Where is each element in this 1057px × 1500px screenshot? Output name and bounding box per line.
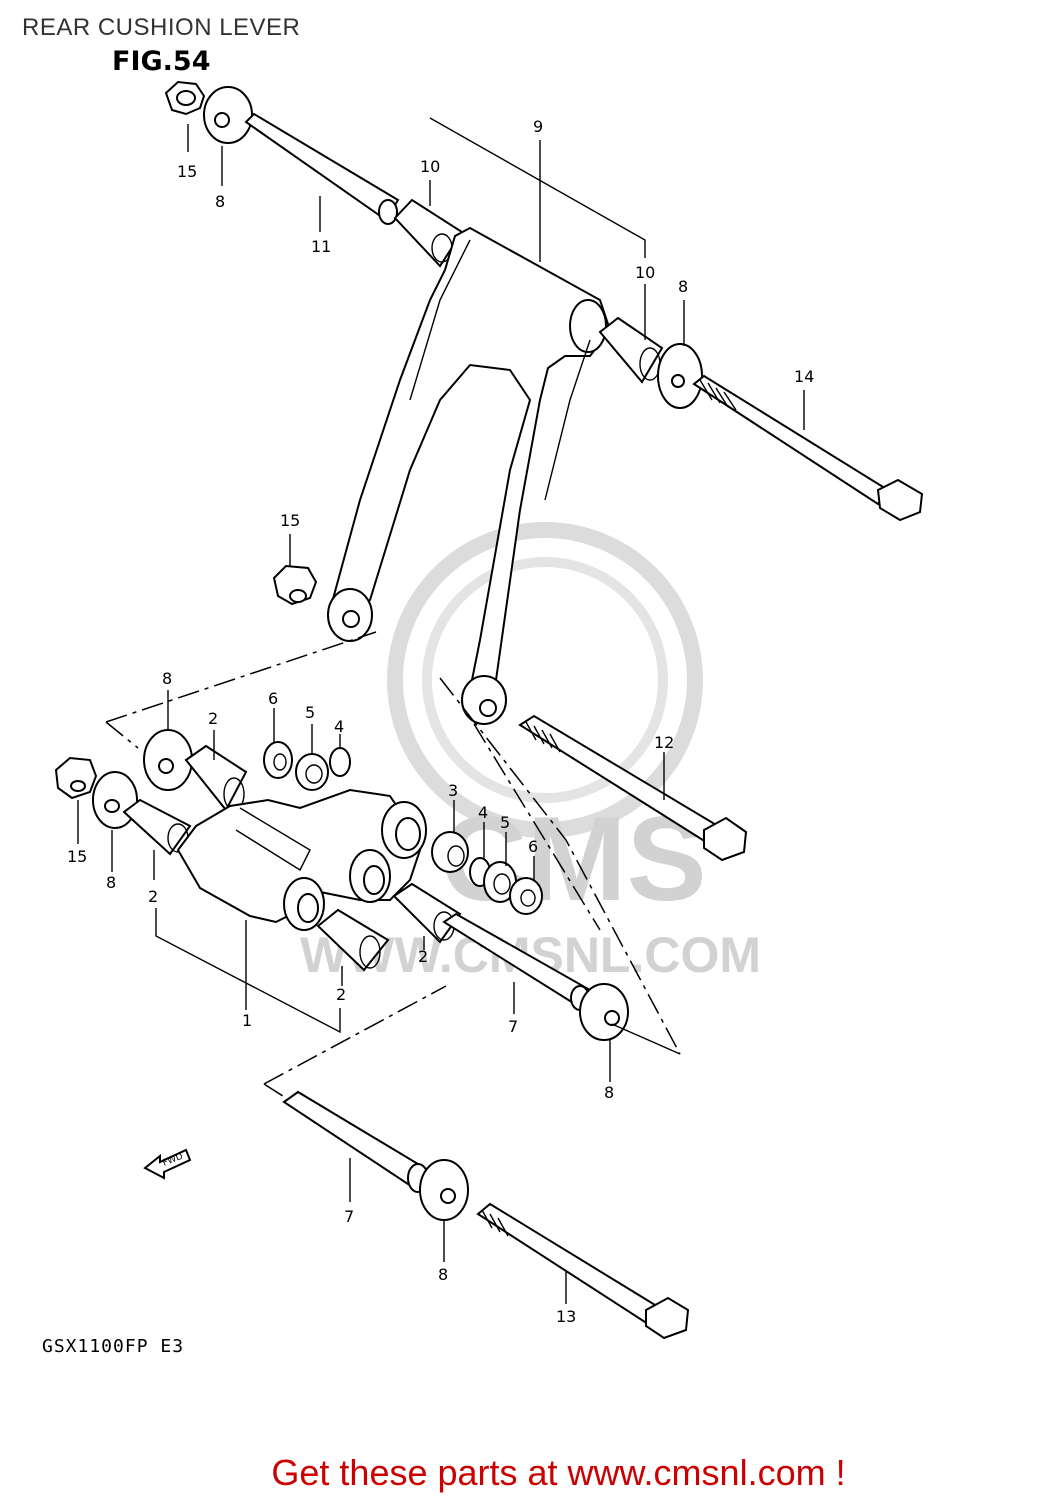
bolt-13 [476, 1202, 690, 1340]
bearing-10-right [598, 316, 664, 384]
callout-label: 8 [162, 669, 172, 688]
figure-label: FIG.54 [112, 46, 211, 77]
callout-label: 2 [208, 709, 218, 728]
callout-label: 7 [508, 1017, 518, 1036]
callout-label: 8 [215, 192, 225, 211]
washer-8-lower-left [92, 771, 138, 829]
spacer-3 [431, 831, 469, 873]
bolt-12 [518, 714, 748, 862]
spacer-7-bottom [282, 1090, 430, 1193]
washer-8-lower-right [579, 983, 629, 1041]
parts-shop-link-text: Get these parts at www.cmsnl.com ! [271, 1452, 846, 1493]
callout-label: 15 [67, 847, 87, 866]
nut-15-middle [272, 564, 318, 606]
leader-lines [77, 117, 805, 1304]
washer-8-top [203, 86, 253, 144]
callout-label: 15 [177, 162, 197, 181]
spacer-6-lower [509, 877, 543, 915]
callout-label: 11 [311, 237, 331, 256]
page-title: REAR CUSHION LEVER [22, 14, 301, 41]
callout-labels: 15 8 11 10 9 10 8 14 15 8 2 6 5 4 12 15 … [67, 117, 814, 1326]
callout-label: 3 [448, 781, 458, 800]
callout-label: 8 [678, 277, 688, 296]
callout-label: 4 [478, 803, 488, 822]
callout-label: 6 [268, 689, 278, 708]
washer-8-right [657, 343, 703, 409]
bearing-2-c [316, 908, 390, 972]
callout-label: 5 [305, 703, 315, 722]
callout-label: 1 [242, 1011, 252, 1030]
callout-label: 4 [334, 717, 344, 736]
bolt-14 [692, 374, 924, 522]
callout-label: 7 [344, 1207, 354, 1226]
callout-label: 10 [635, 263, 655, 282]
nut-15-top [164, 80, 206, 116]
bearing-5-top [295, 753, 329, 791]
callout-label: 13 [556, 1307, 576, 1326]
cushion-rod-9 [327, 226, 612, 725]
spacer-6-top [263, 741, 293, 779]
callout-label: 8 [106, 873, 116, 892]
callout-label: 10 [420, 157, 440, 176]
cushion-lever-1 [176, 788, 427, 931]
callout-label: 8 [604, 1083, 614, 1102]
nut-15-lower [54, 756, 98, 800]
callout-label: 6 [528, 837, 538, 856]
model-code: GSX1100FP E3 [42, 1336, 185, 1357]
callout-label: 8 [438, 1265, 448, 1284]
fwd-arrow-icon: FWD [143, 1148, 192, 1180]
washer-8-bottom [419, 1159, 469, 1221]
callout-label: 12 [654, 733, 674, 752]
callout-label: 2 [148, 887, 158, 906]
callout-label: 9 [533, 117, 543, 136]
callout-label: 2 [336, 985, 346, 1004]
callout-label: 14 [794, 367, 814, 386]
callout-label: 15 [280, 511, 300, 530]
bearing-2-a [184, 744, 248, 812]
callout-label: 5 [500, 813, 510, 832]
spacer-11 [244, 112, 400, 225]
bearing-5-lower [483, 861, 517, 903]
bearing-2-b [122, 798, 192, 856]
ring-4-top [329, 747, 351, 777]
parts-shop-link[interactable]: Get these parts at www.cmsnl.com ! [0, 1452, 1057, 1494]
callout-label: 2 [418, 947, 428, 966]
